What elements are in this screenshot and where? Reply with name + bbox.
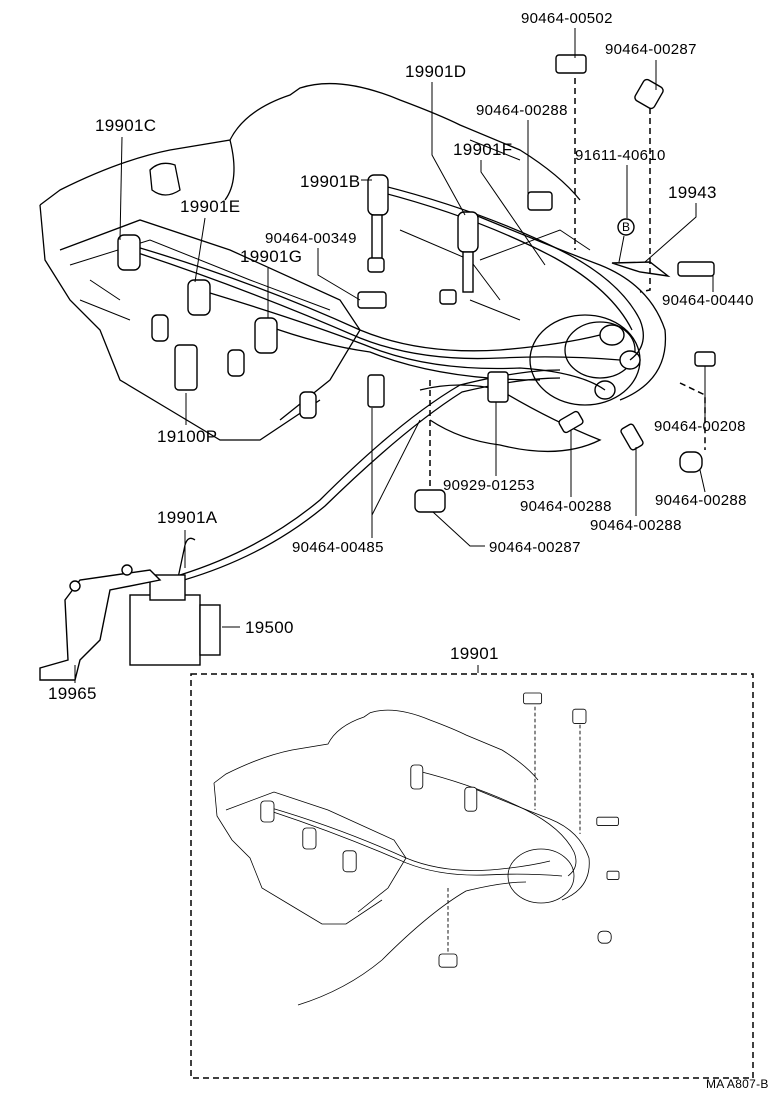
label-90464-00288-right: 90464-00288 <box>655 492 747 509</box>
label-19901c: 19901C <box>95 116 156 135</box>
label-19965: 19965 <box>48 684 97 703</box>
label-91611-40610: 91611-40610 <box>575 147 666 164</box>
leader-lines <box>74 28 714 683</box>
marker-b: B <box>622 220 630 234</box>
label-19901a: 19901A <box>157 508 218 527</box>
label-90464-00287-low: 90464-00287 <box>489 539 581 556</box>
label-90464-00287-top: 90464-00287 <box>605 41 697 58</box>
label-19901g: 19901G <box>240 247 302 266</box>
label-19901b: 19901B <box>300 172 360 191</box>
label-90464-00288-mid: 90464-00288 <box>520 498 612 515</box>
engine-outline <box>39 82 602 453</box>
clamps <box>357 54 716 513</box>
plug-boots <box>117 174 479 419</box>
wire-harness <box>129 184 667 581</box>
label-90464-00349: 90464-00349 <box>265 230 357 247</box>
label-19943: 19943 <box>668 183 717 202</box>
label-19901f: 19901F <box>453 140 512 159</box>
marker-b-circle <box>617 218 635 236</box>
label-19901d: 19901D <box>405 62 466 81</box>
label-90464-00208: 90464-00208 <box>654 418 746 435</box>
assembly-miniature <box>213 692 620 1006</box>
label-90464-00485: 90464-00485 <box>292 539 384 556</box>
assembly-box <box>190 673 754 1079</box>
label-19901e: 19901E <box>180 197 240 216</box>
label-90464-00440: 90464-00440 <box>662 292 754 309</box>
label-19901: 19901 <box>450 644 499 663</box>
label-90464-00288-top: 90464-00288 <box>476 102 568 119</box>
ignition-coil <box>39 564 221 681</box>
label-90464-00288-low: 90464-00288 <box>590 517 682 534</box>
spark-plug-shape <box>174 344 198 391</box>
figure-code: MA A807-B <box>706 1077 769 1091</box>
label-19500: 19500 <box>245 618 294 637</box>
distributor <box>529 314 641 406</box>
label-19100p: 19100P <box>157 427 217 446</box>
label-90929-01253: 90929-01253 <box>443 477 535 494</box>
label-90464-00502: 90464-00502 <box>521 10 613 27</box>
